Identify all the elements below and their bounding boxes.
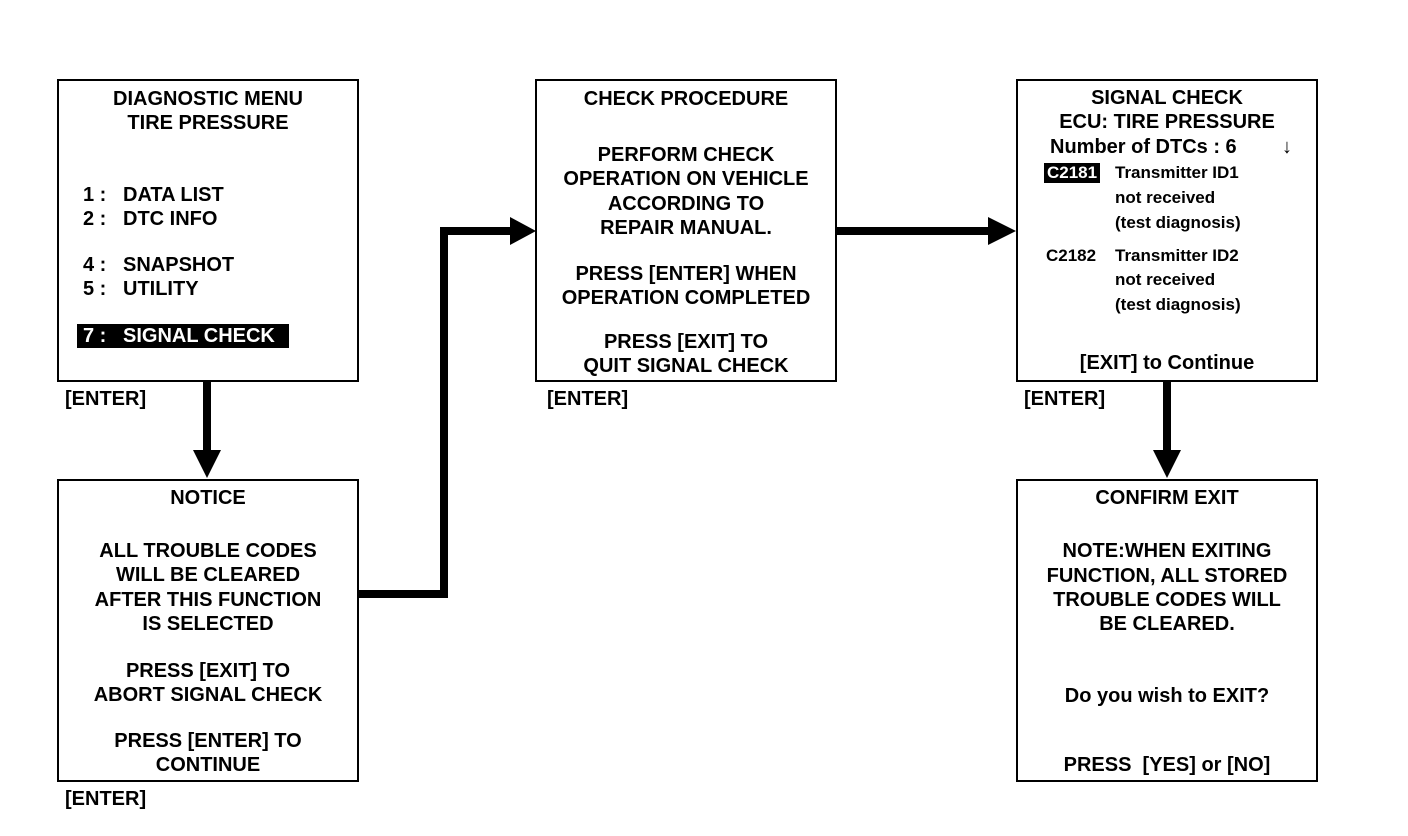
notice-line-4: IS SELECTED [142, 613, 274, 635]
confirm-line-4: BE CLEARED. [1099, 613, 1235, 635]
signal-title-line2: ECU: TIRE PRESSURE [1059, 111, 1275, 133]
check-title: CHECK PROCEDURE [583, 88, 789, 110]
confirm-line-3: TROUBLE CODES WILL [1053, 589, 1281, 611]
dtc-count: Number of DTCs : 6 [1050, 136, 1237, 158]
notice-exit-line-2: ABORT SIGNAL CHECK [93, 684, 323, 706]
dtc-1-line-3: (test diagnosis) [1115, 213, 1241, 232]
menu-title-line2: TIRE PRESSURE [127, 112, 289, 134]
dtc-1-line-1: Transmitter ID1 [1115, 163, 1239, 182]
menu-item-5-num: 5 : [83, 278, 107, 300]
notice-enter-line-2: CONTINUE [155, 754, 261, 776]
confirm-title: CONFIRM EXIT [1095, 487, 1239, 509]
menu-item-4-num: 4 : [83, 254, 107, 276]
notice-exit-line-1: PRESS [EXIT] TO [125, 660, 291, 682]
check-procedure-panel: CHECK PROCEDURE PERFORM CHECK OPERATION … [535, 79, 837, 382]
arrowhead-down-1 [193, 450, 221, 478]
check-exit-line-1: PRESS [EXIT] TO [603, 331, 769, 353]
menu-item-dtc-info[interactable]: DTC INFO [123, 208, 218, 230]
dtc-code-selected[interactable]: C2181 [1044, 163, 1101, 183]
check-exit-line-2: QUIT SIGNAL CHECK [583, 355, 789, 377]
menu-item-2-num: 2 : [83, 208, 107, 230]
menu-item-signal-check-selected[interactable]: 7 : SIGNAL CHECK [77, 324, 289, 348]
confirm-question: Do you wish to EXIT? [1064, 685, 1270, 707]
menu-item-7-num: 7 : [83, 325, 107, 347]
dtc-2-line-1: Transmitter ID2 [1115, 246, 1239, 265]
check-line-4: REPAIR MANUAL. [600, 217, 772, 239]
signal-title-line1: SIGNAL CHECK [1091, 87, 1243, 109]
confirm-footer: PRESS [YES] or [NO] [1063, 754, 1271, 776]
diagnostic-menu-panel: DIAGNOSTIC MENU TIRE PRESSURE 1 : DATA L… [57, 79, 359, 382]
notice-panel: NOTICE ALL TROUBLE CODES WILL BE CLEARED… [57, 479, 359, 782]
menu-enter-label: [ENTER] [65, 388, 147, 410]
notice-enter-label: [ENTER] [65, 788, 147, 810]
arrow-notice-to-check [358, 227, 512, 598]
dtc-1-line-2: not received [1115, 188, 1216, 207]
notice-title: NOTICE [170, 487, 246, 509]
confirm-exit-panel: CONFIRM EXIT NOTE:WHEN EXITING FUNCTION,… [1016, 479, 1318, 782]
notice-line-1: ALL TROUBLE CODES [99, 540, 317, 562]
down-arrow-icon[interactable]: ↓ [1282, 136, 1292, 158]
notice-enter-line-1: PRESS [ENTER] TO [114, 730, 302, 752]
menu-item-utility[interactable]: UTILITY [123, 278, 199, 300]
arrowhead-down-2 [1153, 450, 1181, 478]
dtc-2-line-2: not received [1115, 270, 1216, 289]
menu-title-line1: DIAGNOSTIC MENU [113, 88, 303, 110]
menu-item-1-num: 1 : [83, 184, 107, 206]
check-line-3: ACCORDING TO [607, 193, 765, 215]
notice-line-2: WILL BE CLEARED [115, 564, 301, 586]
signal-footer: [EXIT] to Continue [1079, 352, 1255, 374]
confirm-line-2: FUNCTION, ALL STORED [1046, 565, 1288, 587]
check-line-1: PERFORM CHECK [597, 144, 775, 166]
menu-item-signal-check: SIGNAL CHECK [123, 325, 275, 347]
menu-item-snapshot[interactable]: SNAPSHOT [123, 254, 235, 276]
signal-enter-label: [ENTER] [1024, 388, 1106, 410]
dtc-code[interactable]: C2182 [1046, 246, 1097, 265]
check-enter-label: [ENTER] [547, 388, 629, 410]
check-line-2: OPERATION ON VEHICLE [563, 168, 809, 190]
menu-item-data-list[interactable]: DATA LIST [123, 184, 224, 206]
signal-check-panel: SIGNAL CHECK ECU: TIRE PRESSURE Number o… [1016, 79, 1318, 382]
dtc-2-line-3: (test diagnosis) [1115, 295, 1241, 314]
check-enter-line-2: OPERATION COMPLETED [561, 287, 811, 309]
confirm-line-1: NOTE:WHEN EXITING [1062, 540, 1272, 562]
check-enter-line-1: PRESS [ENTER] WHEN [575, 263, 797, 285]
notice-line-3: AFTER THIS FUNCTION [94, 589, 322, 611]
arrowhead-right-1 [510, 217, 536, 245]
arrowhead-right-2 [988, 217, 1016, 245]
